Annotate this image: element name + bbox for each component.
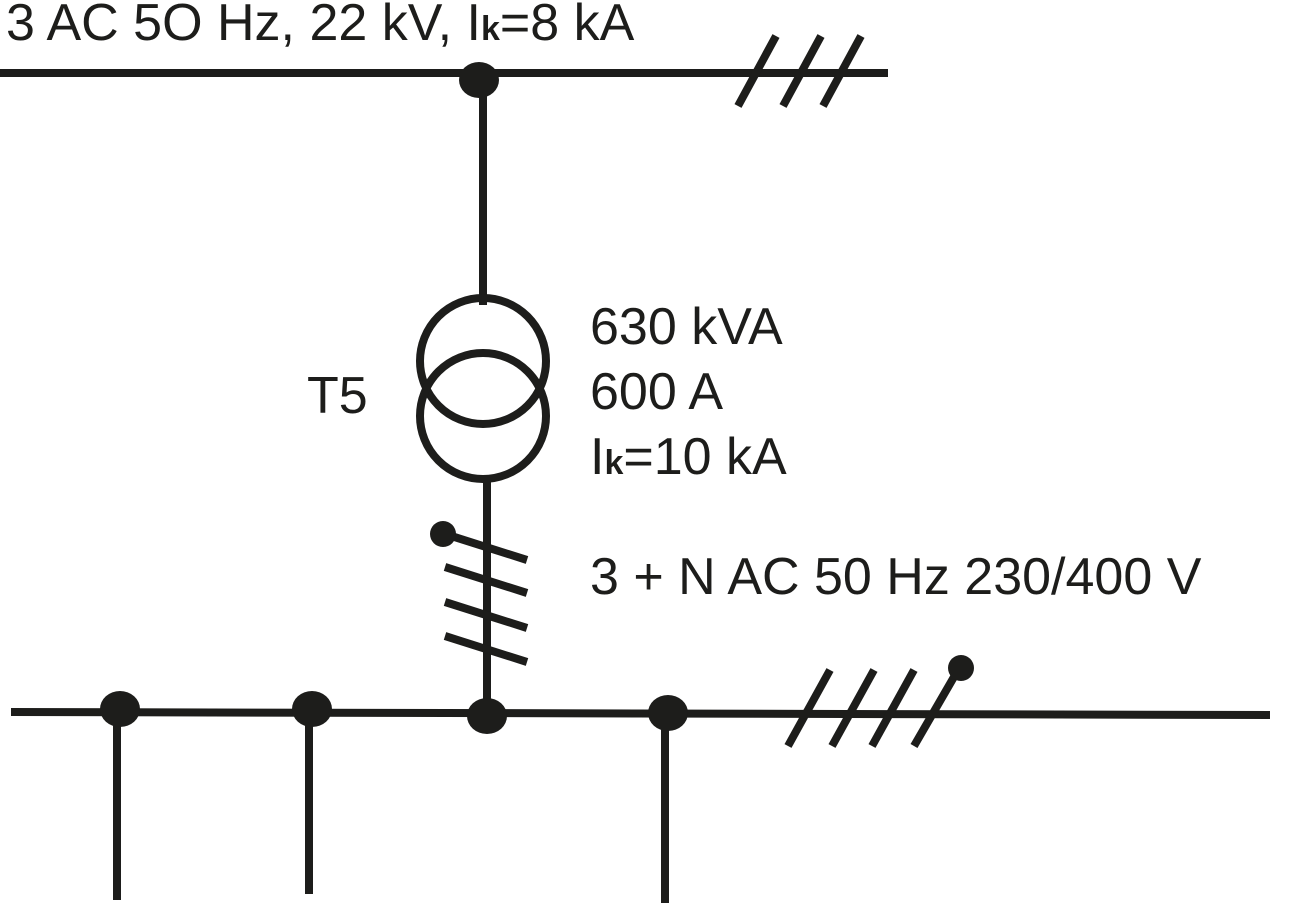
secondary-winding [416,349,550,483]
transformer-current: 600 A [590,363,723,421]
secondary-phase-tick [443,598,529,632]
lv-three-plus-n-ticks [784,655,974,749]
secondary-phase-tick [443,632,529,666]
neutral-tick [443,530,529,564]
lv-junction-dot [467,698,507,734]
primary-winding [416,294,550,428]
supply-label: 3 AC 5O Hz, 22 kV, Ik=8 kA [6,0,635,52]
hv-phase-tick [734,34,780,108]
transformer-ik-prefix: I [590,428,604,486]
neutral-tick-dot [948,655,974,681]
lv-phase-tick [868,668,918,748]
secondary-system-label: 3 + N AC 50 Hz 230/400 V [590,548,1202,606]
transformer-ik-suffix: =10 kA [623,428,787,486]
secondary-phase-tick [443,563,529,597]
lv-busbar [10,708,1271,719]
transformer-ik-subscript: k [604,444,623,482]
transformer-power: 630 kVA [590,298,783,356]
secondary-three-plus-n-ticks [430,521,529,666]
hv-phase-tick [819,34,865,108]
supply-label-prefix: 3 AC 5O Hz, 22 kV, I [6,0,481,52]
transformer-short-circuit: Ik=10 kA [590,428,787,486]
neutral-tick-dot [430,521,456,547]
lv-phase-tick [828,668,878,748]
supply-label-subscript: k [481,10,500,48]
supply-label-suffix: =8 kA [500,0,635,52]
hv-three-phase-ticks [734,34,865,108]
lv-phase-tick [784,668,834,748]
neutral-tick [910,667,962,749]
transformer-name: T5 [307,367,368,425]
hv-phase-tick [779,34,825,108]
transformer-symbol [416,294,550,483]
